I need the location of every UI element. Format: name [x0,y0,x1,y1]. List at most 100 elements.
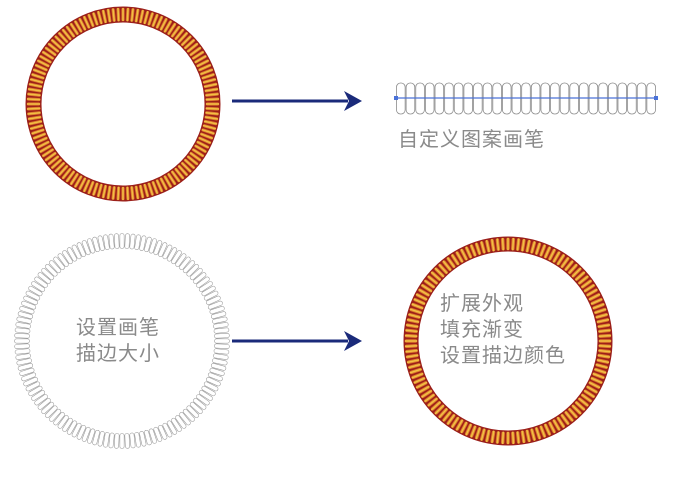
ring-segment [574,400,586,412]
ring-segment [139,431,147,447]
ring-segment [14,348,31,355]
ring-segment [170,25,181,38]
ring-segment [76,425,86,440]
ring-segment [189,401,203,414]
ring-segment [413,376,426,385]
ring-segment [28,385,43,397]
ring-segment [171,417,182,432]
ring-segment [489,238,496,252]
ring-segment [142,10,150,25]
ring-segment [142,183,150,198]
ring-segment [474,426,482,440]
ring-segment [28,119,43,126]
ring-segment [409,367,423,375]
ring-segment [404,333,418,339]
ring-segment [500,431,506,445]
ring-segment [203,82,218,89]
ring-segment [538,425,547,439]
ring-segment [592,302,606,311]
ring-segment [134,432,141,448]
ring-segment [92,429,100,446]
ring-segment [585,287,599,298]
ring-segment [19,305,35,315]
ring-segment [62,250,73,265]
pattern-brush-strip [394,82,658,115]
ring-segment [47,154,60,166]
ring-segment [404,348,419,354]
ring-segment [106,185,112,200]
ring-segment [417,287,431,298]
ring-segment [214,343,230,349]
ring-segment [179,412,191,426]
ring-segment [110,185,117,201]
ring-segment [534,242,542,256]
ring-segment [407,362,421,370]
ring-segment [186,405,199,418]
ring-segment [61,167,73,180]
ring-segment [73,174,83,189]
ring-segment [420,283,433,293]
ring-segment [120,7,126,22]
ring-segment [119,433,125,449]
ring-segment [53,412,65,426]
ring-segment [16,358,32,366]
ring-segment [57,415,69,429]
ring-segment [598,333,612,339]
ring-segment [205,106,220,112]
ring-segment [469,243,478,257]
ring-segment [26,110,42,117]
ring-segment [103,432,110,448]
ring-segment [409,307,423,315]
ring-segment [450,416,460,429]
ring-segment [191,147,205,158]
ring-segment [204,87,219,93]
ring-segment [207,372,223,382]
ring-segment [583,389,596,399]
ring-segment [441,410,453,423]
ring-segment [96,183,104,198]
ring-segment [171,250,182,265]
ring-segment [495,430,501,445]
ring-segment [30,72,45,81]
ring-segment [138,9,145,24]
ring-segment [29,123,44,131]
arrow-top [232,91,362,111]
ring-segment [166,420,178,435]
appearance-steps-label: 扩展外观 填充渐变 设置描边颜色 [440,290,566,368]
ring-segment [574,270,586,282]
arrow-head-icon [344,91,362,111]
ring-segment [26,91,42,98]
ring-segment [202,123,217,131]
ring-segment [66,420,78,435]
ring-segment [144,236,152,253]
ring-segment [155,178,164,193]
ring-segment [556,416,566,429]
ring-segment [571,404,583,416]
stroke-label-line: 描边大小 [76,341,160,365]
ring-segment [177,31,189,44]
ring-segment [213,353,229,360]
ring-segment [415,380,428,390]
ring-segment [593,307,607,315]
ring-segment [567,407,579,419]
ring-segment [106,8,112,23]
ring-segment [479,240,487,254]
ring-segment [153,240,163,256]
ring-segment [198,390,213,401]
ring-segment [97,431,105,447]
ring-segment [69,172,80,186]
ring-segment [41,147,55,158]
ring-segment [41,50,55,61]
ring-segment [49,408,62,422]
ring-segment [166,172,177,186]
ring-segment [196,394,210,406]
ornamental-ring-source [25,6,221,202]
ring-segment [101,184,108,199]
ring-segment [433,404,445,416]
ring-segment [183,38,196,50]
ring-segment [406,357,420,365]
ring-segment [405,322,419,329]
ring-segment [193,398,207,410]
ring-segment [520,430,527,444]
ring-segment [179,256,191,270]
